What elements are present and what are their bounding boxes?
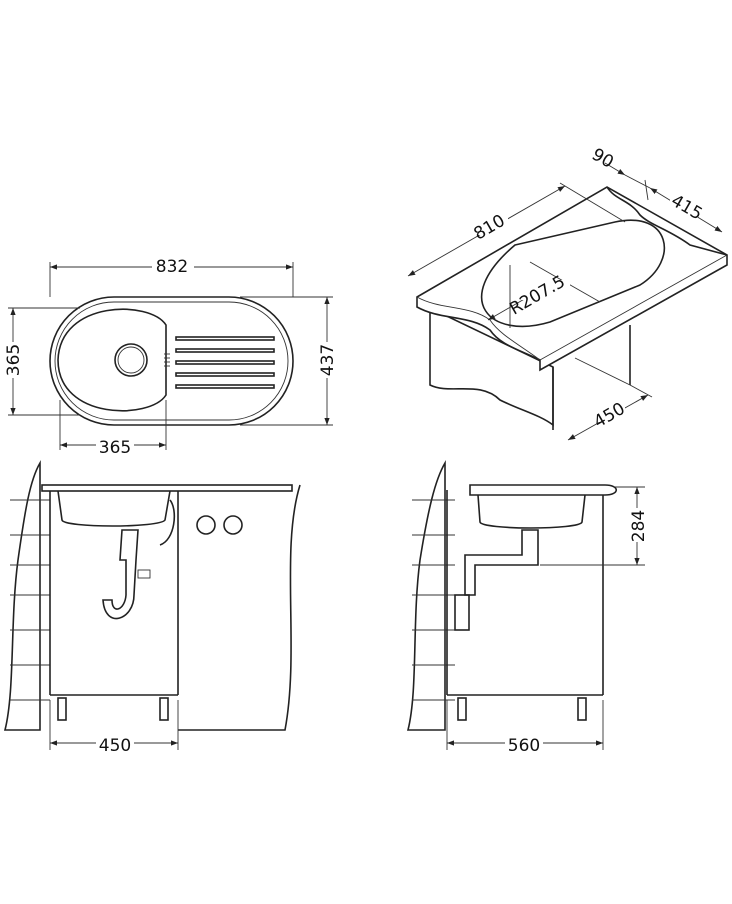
side-view-right: 284 560 [406,460,649,756]
dim-415: 415 [667,191,705,225]
dim-90: 90 [588,145,617,173]
drain-icon [114,343,148,377]
top-view: 832 365 437 365 [4,256,338,458]
siphon [102,529,139,620]
dim-284: 284 [629,510,649,542]
countertop-section [41,484,293,492]
overflow-fitting [196,515,216,535]
dim-365-vertical: 365 [4,344,24,376]
bowl [57,308,167,412]
drain-pipe [464,529,539,596]
dim-450-left: 450 [99,736,131,756]
dim-437: 437 [318,344,338,376]
sink-outline [49,296,294,426]
dim-832: 832 [156,257,188,277]
dim-560: 560 [508,736,540,756]
side-view-left: 450 [3,460,301,756]
countertop-section-right [469,484,618,496]
dim-365-horizontal: 365 [99,438,131,458]
isometric-view: 810 90 415 R207.5 450 [407,145,728,441]
drainer-grooves [164,336,275,389]
